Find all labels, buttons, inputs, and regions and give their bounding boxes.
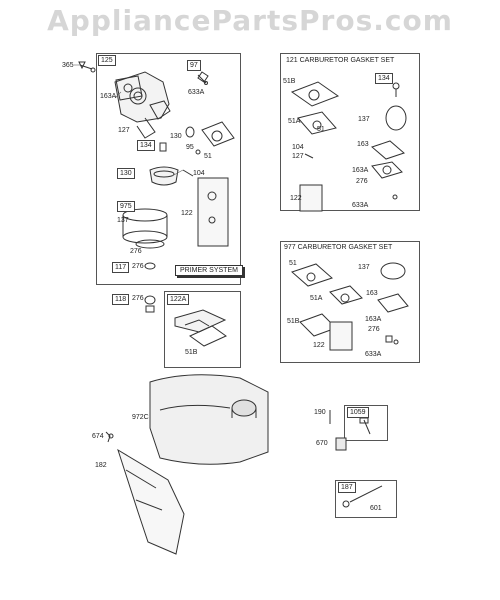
part-label-122A[interactable]: 122A: [167, 294, 190, 305]
screw-365-drawing: [78, 61, 96, 73]
part-1059-box: [344, 405, 388, 441]
part-label-190[interactable]: 190: [314, 409, 326, 416]
part-label-127-1[interactable]: 127: [118, 127, 130, 134]
part-label-137-1[interactable]: 137: [117, 217, 129, 224]
part-label-51B-1[interactable]: 51B: [185, 349, 198, 356]
filter-975-drawing: [122, 208, 168, 249]
part-label-130[interactable]: 130: [117, 168, 135, 179]
part-label-51A-2[interactable]: 51A: [310, 295, 323, 302]
part-117-drawing: [144, 262, 156, 270]
part-1059-drawing: [359, 417, 371, 435]
part-label-163-1[interactable]: 163: [357, 141, 369, 148]
part-label-95[interactable]: 95: [186, 144, 194, 151]
set121-drawings: [290, 81, 407, 212]
part-label-117[interactable]: 117: [112, 262, 130, 273]
part-label-122-1[interactable]: 122: [181, 210, 193, 217]
part-95-drawing: [195, 149, 201, 155]
part-label-51-2[interactable]: 51: [317, 126, 325, 133]
part-130-small-drawing: [185, 126, 195, 138]
screw-674-drawing: [105, 431, 114, 443]
part-label-51-3[interactable]: 51: [289, 260, 297, 267]
gasket-set-977-box: [280, 241, 420, 363]
plate-122-drawing: [197, 177, 229, 247]
part-label-276-3[interactable]: 276: [132, 295, 144, 302]
part-187-box: [335, 480, 397, 518]
part-label-365[interactable]: 365: [62, 62, 74, 69]
part-label-633A-2[interactable]: 633A: [352, 202, 369, 209]
rod-601-drawing: [342, 485, 383, 508]
part-label-633A-1[interactable]: 633A: [188, 89, 205, 96]
part-130-drawing: [149, 166, 179, 186]
part-label-601[interactable]: 601: [370, 505, 382, 512]
gasket-set-977-title: 977 CARBURETOR GASKET SET: [284, 244, 393, 251]
gasket-set-121-box: [280, 53, 420, 211]
part-label-1059[interactable]: 1059: [347, 407, 369, 418]
primer-system-banner: PRIMER SYSTEM: [175, 265, 243, 276]
gasket-51B-drawing: [189, 325, 227, 347]
part-134-drawing: [159, 142, 167, 152]
part-label-163A[interactable]: 163A: [100, 93, 117, 100]
part-label-276-2[interactable]: 276: [132, 263, 144, 270]
part-label-163A-2[interactable]: 163A: [352, 167, 369, 174]
part-label-127-2[interactable]: 127: [292, 153, 304, 160]
part-670-drawing: [335, 437, 347, 451]
bracket-182-drawing: [117, 448, 185, 555]
part-label-975[interactable]: 975: [117, 201, 135, 212]
part-label-51B-3[interactable]: 51B: [287, 318, 300, 325]
part-label-122-2[interactable]: 122: [290, 195, 302, 202]
part-label-163A-3[interactable]: 163A: [365, 316, 382, 323]
part-label-674[interactable]: 674: [92, 433, 104, 440]
part-label-122-3[interactable]: 122: [313, 342, 325, 349]
part-label-163-2[interactable]: 163: [366, 290, 378, 297]
part-label-633A-3[interactable]: 633A: [365, 351, 382, 358]
part-label-51B-2[interactable]: 51B: [283, 78, 296, 85]
part-label-51-1[interactable]: 51: [204, 153, 212, 160]
part-label-118[interactable]: 118: [112, 294, 130, 305]
part-97-drawing: [197, 71, 209, 85]
part-label-134-1[interactable]: 134: [137, 140, 155, 151]
part-label-972C[interactable]: 972C: [132, 414, 149, 421]
watermark-text: AppliancePartsPros.com: [47, 4, 453, 37]
callout-lines: [74, 64, 184, 177]
part-label-125[interactable]: 125: [98, 55, 116, 66]
gasket-51-drawing: [201, 121, 235, 147]
part-label-97[interactable]: 97: [187, 60, 201, 71]
part-label-182[interactable]: 182: [95, 462, 107, 469]
part-label-670[interactable]: 670: [316, 440, 328, 447]
part-118-drawing: [144, 295, 156, 313]
part-label-137-3[interactable]: 137: [358, 264, 370, 271]
set977-drawings: [291, 262, 409, 351]
primer-122A-drawing: [174, 309, 227, 333]
fuel-tank-972C-drawing: [149, 374, 269, 465]
part-label-104-1[interactable]: 104: [193, 170, 205, 177]
part-label-134-2[interactable]: 134: [375, 73, 393, 84]
gasket-set-121-title: 121 CARBURETOR GASKET SET: [286, 57, 395, 64]
part-label-276-4[interactable]: 276: [356, 178, 368, 185]
part-label-187[interactable]: 187: [338, 482, 356, 493]
pin-104-drawing: [182, 169, 194, 177]
primer-system-box: [164, 291, 241, 368]
part-label-276-5[interactable]: 276: [368, 326, 380, 333]
gasket-163A-drawing: [115, 75, 143, 101]
part-label-130-small[interactable]: 130: [170, 133, 182, 140]
part-label-137-2[interactable]: 137: [358, 116, 370, 123]
part-label-51A-1[interactable]: 51A: [288, 118, 301, 125]
part-label-104-2[interactable]: 104: [292, 144, 304, 151]
part-label-276-1[interactable]: 276: [130, 248, 142, 255]
main-carburetor-box: [96, 53, 241, 285]
